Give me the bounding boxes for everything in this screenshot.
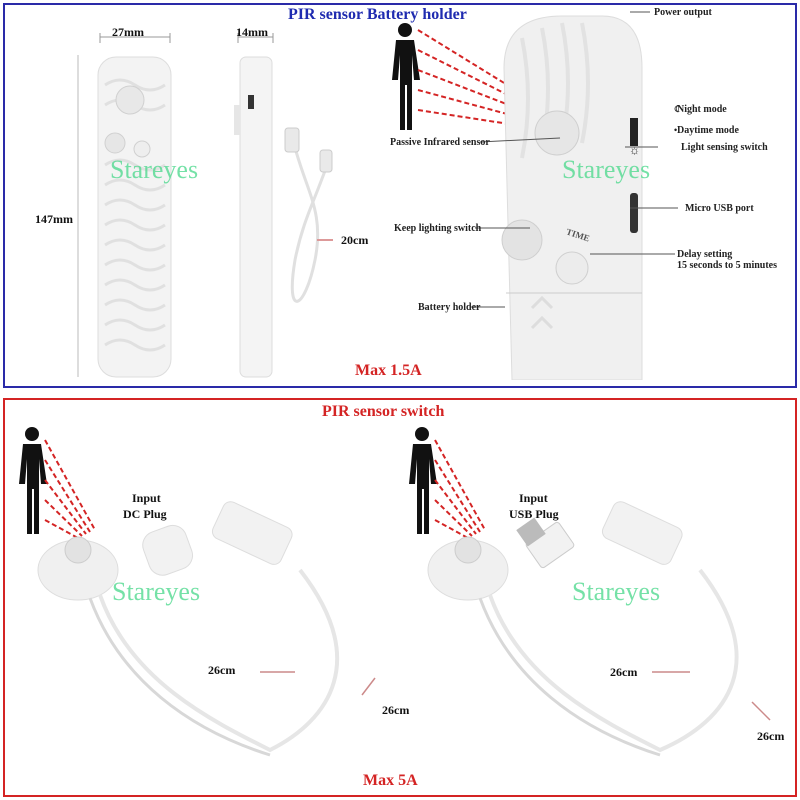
right-input-type: USB Plug (509, 507, 559, 521)
person-silhouette-icon (409, 427, 437, 534)
moon-icon: ☾ (674, 104, 683, 114)
output-cable (284, 127, 333, 303)
callout-night-mode: Night mode (677, 104, 727, 115)
callout-keep-lighting: Keep lighting switch (394, 223, 482, 234)
watermark-bottom-left: Stareyes (112, 577, 201, 606)
battery-holder-closeup (501, 15, 643, 380)
callout-passive-infrared: Passive Infrared sensor (390, 137, 490, 148)
battery-holder-panel (3, 3, 797, 388)
dc-male-plug-icon (601, 501, 683, 565)
height-dimension: 147mm (35, 212, 73, 226)
person-silhouette-icon (392, 23, 420, 130)
right-input-label: Input (519, 491, 548, 505)
pir-lens-icon (115, 85, 145, 115)
callout-delay-setting: Delay setting (677, 249, 733, 260)
callout-micro-usb: Micro USB port (685, 203, 754, 214)
person-silhouette-icon (19, 427, 47, 534)
dc-male-plug-icon (211, 501, 293, 565)
time-dial-icon (555, 251, 589, 285)
sun-dot-icon: • (674, 125, 678, 135)
callout-leaders (470, 11, 678, 308)
callout-power-output: Power output (654, 7, 712, 18)
watermark-top-left: Stareyes (110, 155, 199, 184)
width-dimension: 27mm (112, 25, 144, 39)
cable-length: 20cm (341, 233, 369, 247)
passive-infrared-lens-icon (534, 110, 580, 156)
callout-light-sensing: Light sensing switch (681, 142, 768, 153)
micro-usb-port-icon (630, 193, 638, 233)
watermark-bottom-right: Stareyes (572, 577, 661, 606)
callout-delay-range: 15 seconds to 5 minutes (677, 260, 778, 271)
callout-daytime-mode: Daytime mode (677, 125, 739, 136)
max-current-bottom: Max 5A (363, 772, 418, 789)
max-current-top: Max 1.5A (355, 362, 422, 379)
left-cable-length-a: 26cm (208, 663, 236, 677)
depth-dimension: 14mm (236, 25, 268, 39)
dc-female-plug-icon (142, 524, 194, 576)
battery-holder-front-view (77, 33, 172, 378)
pir-switch-panel (3, 398, 797, 797)
sun-icon: ☼ (629, 143, 640, 157)
right-cable-length-b: 26cm (757, 729, 785, 743)
pir-switch-title: PIR sensor switch (322, 403, 445, 420)
light-sensing-slider-icon (630, 118, 638, 146)
right-cable-length-a: 26cm (610, 665, 638, 679)
left-cable-length-b: 26cm (382, 703, 410, 717)
keep-lighting-button-icon (501, 219, 543, 261)
callout-battery-holder: Battery holder (418, 302, 481, 313)
battery-holder-side-view (234, 33, 274, 378)
battery-holder-title: PIR sensor Battery holder (288, 6, 467, 23)
pir-switch-usb-diagram (409, 427, 771, 757)
left-input-type: DC Plug (123, 507, 167, 521)
watermark-top-right: Stareyes (562, 155, 651, 184)
pir-switch-dc-diagram (19, 427, 376, 757)
left-input-label: Input (132, 491, 161, 505)
